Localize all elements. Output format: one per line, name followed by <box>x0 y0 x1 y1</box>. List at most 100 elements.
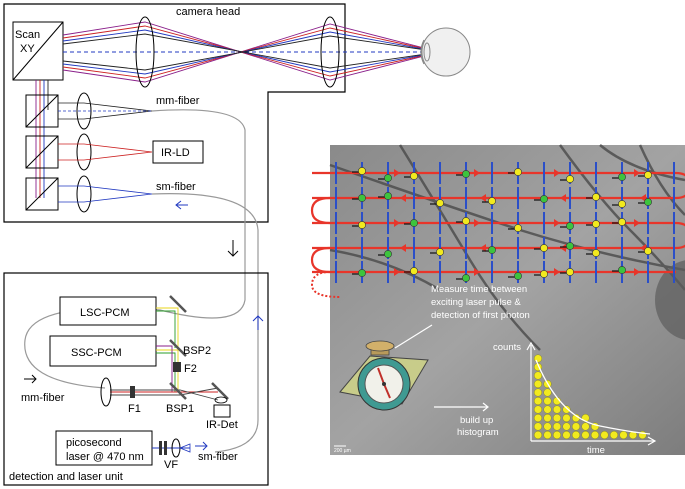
histogram-dot <box>562 422 571 431</box>
histogram-dot <box>581 430 590 440</box>
histogram-dot <box>552 430 562 440</box>
histogram-dot <box>533 371 543 380</box>
mm-fiber-label: mm-fiber <box>21 392 65 404</box>
photon-dot-yellow <box>410 267 418 275</box>
histogram-dot <box>543 388 552 397</box>
histogram-dot <box>562 430 571 440</box>
photon-dot-yellow <box>592 220 600 228</box>
photon-dot-green <box>384 250 392 258</box>
scan-direction-arrow <box>640 194 646 202</box>
photon-dot-green <box>618 266 626 274</box>
vf-filter-b <box>164 441 167 455</box>
laser-box <box>55 430 153 466</box>
scan-direction-arrow <box>394 268 400 276</box>
scan-xy-box <box>12 21 64 81</box>
sm-fiber-label: sm-fiber <box>198 451 238 463</box>
photon-dot-yellow <box>618 200 626 208</box>
photon-dot-green <box>618 173 626 181</box>
photon-dot-yellow <box>618 218 626 226</box>
histogram-dot <box>533 379 543 389</box>
histogram-dot <box>543 430 552 440</box>
laser-label-1: picosecond <box>66 437 122 449</box>
histogram-dot <box>552 405 562 414</box>
histogram-dot <box>552 413 562 423</box>
sm-fiber-cable <box>151 193 259 453</box>
ir-ld-box <box>152 140 204 164</box>
scan-direction-arrow <box>560 194 566 202</box>
scan-direction-arrow <box>480 194 486 202</box>
photon-dot-yellow <box>644 247 652 255</box>
ir-det-box <box>213 404 231 418</box>
scan-grid <box>310 162 685 298</box>
f2-filter <box>173 362 181 372</box>
bsp2-label: BSP2 <box>183 345 211 357</box>
laser-out-arrow <box>195 441 208 451</box>
scan-loop-continued <box>310 271 341 298</box>
scan-label: Scan <box>15 29 40 41</box>
lens-sm <box>76 175 92 213</box>
measure-text-1: Measure time between <box>431 284 527 295</box>
stopwatch-icon <box>339 340 429 411</box>
scan-direction-arrow <box>554 169 560 177</box>
objective-lens-1 <box>135 16 155 88</box>
ir-mirror <box>211 382 229 400</box>
histogram-dot <box>543 396 552 406</box>
camera-head-label: camera head <box>176 6 240 18</box>
retina-panel: 200 µm Measure time between exciting las… <box>310 144 685 456</box>
bsp1-label: BSP1 <box>166 403 194 415</box>
histogram-dot <box>533 405 543 414</box>
eye-icon <box>420 27 471 77</box>
scan-loop <box>310 246 331 274</box>
scan-direction-arrow <box>394 169 400 177</box>
sm-fiber-arrow <box>175 200 188 210</box>
callout-line <box>394 324 433 349</box>
histogram-dot <box>571 430 581 440</box>
photon-dot-green <box>540 195 548 203</box>
photon-dot-yellow <box>566 175 574 183</box>
down-arrow-icon <box>227 240 239 257</box>
f2-label: F2 <box>184 363 197 375</box>
photon-dot-yellow <box>488 197 496 205</box>
beam-splitter-sm <box>25 177 59 211</box>
histogram-dot <box>600 430 609 440</box>
scan-loop <box>675 221 685 250</box>
scan-xy-label: XY <box>20 43 35 55</box>
scan-direction-arrow <box>474 169 480 177</box>
photon-dot-yellow <box>514 224 522 232</box>
histogram-dot <box>619 430 628 440</box>
build-text-2: histogram <box>457 427 499 438</box>
histogram-dot <box>533 430 543 440</box>
scan-direction-arrow <box>634 219 640 227</box>
histogram-dot <box>609 430 619 440</box>
beam-splitter-column <box>35 80 49 198</box>
histogram-dot <box>533 354 543 363</box>
scan-direction-arrow <box>400 244 406 252</box>
histogram-dot <box>533 396 543 406</box>
scan-direction-arrow <box>480 244 486 252</box>
up-arrow-icon <box>252 315 264 330</box>
histogram-dot <box>543 413 552 423</box>
imaging-beams <box>62 21 441 83</box>
ir-det-label: IR-Det <box>206 419 238 431</box>
measure-text-2: exciting laser pulse & <box>431 297 521 308</box>
lsc-pcm-label: LSC-PCM <box>80 307 130 319</box>
scan-direction-arrow <box>554 219 560 227</box>
laser-label-2: laser @ 470 nm <box>66 451 144 463</box>
photon-dot-green <box>384 174 392 182</box>
unit-label: detection and laser unit <box>9 471 123 483</box>
scan-direction-arrow <box>554 268 560 276</box>
histogram-dot <box>543 422 552 431</box>
scan-direction-arrow <box>400 194 406 202</box>
histogram-dot <box>543 405 552 414</box>
photon-dot-yellow <box>436 199 444 207</box>
scan-direction-arrow <box>560 244 566 252</box>
lens-ir <box>76 133 92 171</box>
photon-dot-green <box>462 170 470 178</box>
time-label: time <box>587 445 605 456</box>
ir-lens <box>214 396 228 404</box>
optic-disc <box>655 260 685 340</box>
unit-beams <box>110 307 219 401</box>
decay-curve <box>535 359 651 435</box>
histogram-dot <box>562 413 571 423</box>
photon-dot-green <box>384 192 392 200</box>
